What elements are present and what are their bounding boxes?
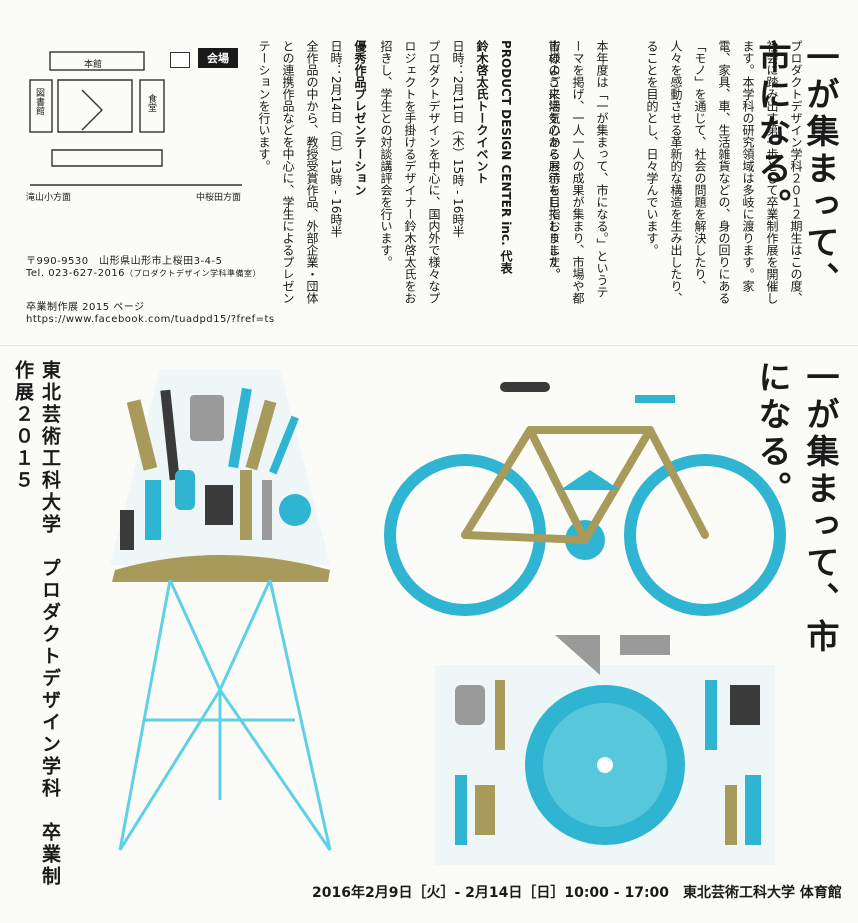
presentation-body: 全作品の中から、教授受賞作品、外部企業・団体との連携作品などを中心に、学生による… (257, 40, 319, 304)
presentation-title: 優秀作品プレゼンテーション (353, 40, 367, 196)
intro-paragraph-2: 本年度は「一が集まって、市になる。」というテーマを掲げ、一人一人の成果が集まり、… (547, 40, 609, 304)
tel-note: （プロダクトデザイン学科準備室） (125, 269, 262, 278)
talk-body: プロダクトデザインを中心に、国内外で様々なプロジェクトを手掛けるデザイナー鈴木啓… (379, 40, 441, 304)
venue-marker (170, 52, 190, 68)
slogan-bottom: 一が集まって、市になる。 (753, 360, 840, 656)
map-label-library: 図書館 (34, 88, 44, 115)
address-tel: Tel. 023-627-2016（プロダクトデザイン学科準備室） (26, 268, 261, 279)
map-label-cafeteria: 食堂 (146, 94, 156, 112)
presentation: 優秀作品プレゼンテーション 日時：2月14日（日）13時 - 16時半 全作品の… (252, 40, 372, 308)
intro-paragraph-3: 皆様のご来場を心からお待ちしております。 (547, 40, 561, 280)
facebook-url[interactable]: https://www.facebook.com/tuadpd15/?fref=… (26, 314, 275, 325)
map-label-main: 本館 (84, 60, 103, 70)
university-title: 東北芸術工科大学 プロダクトデザイン学科 卒業制作展２０１５ (12, 360, 61, 888)
campus-map (29, 51, 242, 186)
talk-speaker: 鈴木啓太氏トークイベント (475, 40, 489, 184)
slogan-top: 一が集まって、市になる。 (753, 40, 840, 299)
talk-event: PRODUCT DESIGN CENTER inc. 代表 鈴木啓太氏トークイベ… (374, 40, 518, 308)
talk-host: PRODUCT DESIGN CENTER inc. 代表 (499, 40, 513, 274)
map-direction-left: 滝山小方面 (26, 193, 72, 203)
fold-line (0, 345, 858, 346)
facebook-label: 卒業制作展 2015 ページ (26, 302, 145, 313)
tool-bicycle-illustration (384, 382, 786, 616)
address-postal: 〒990-9530 山形県山形市上桜田3-4-5 (26, 256, 223, 267)
tool-turntable-illustration (435, 635, 775, 865)
presentation-datetime: 日時：2月14日（日）13時 - 16時半 (329, 40, 343, 238)
venue-tag: 会場 (198, 48, 238, 68)
tel-number: Tel. 023-627-2016 (26, 268, 126, 279)
intro-paragraph-1: プロダクトデザイン学科２０１２期生はこの度、社会に踏み出す第一歩として卒業制作展… (645, 40, 803, 304)
tool-lamp-illustration (110, 370, 332, 851)
map-direction-right: 中桜田方面 (196, 193, 242, 203)
event-dateline: 2016年2月9日［火］- 2月14日［日］10:00 - 17:00 東北芸術… (312, 885, 842, 901)
talk-datetime: 日時：2月11日（木）15時 - 16時半 (451, 40, 465, 238)
